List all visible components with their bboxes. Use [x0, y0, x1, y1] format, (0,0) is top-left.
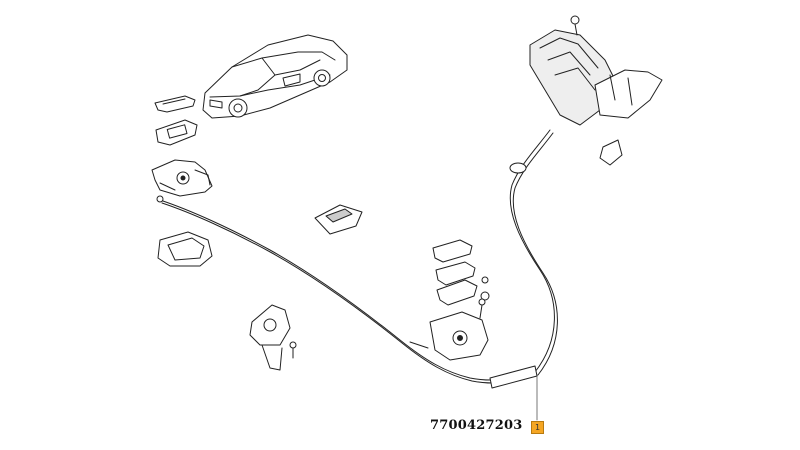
- bracket-top-left: [154, 95, 196, 113]
- release-handle: [529, 15, 663, 166]
- plaque-center: [314, 204, 363, 235]
- hood-cable: [156, 195, 538, 384]
- car-icon: [202, 34, 348, 119]
- mounting-plate-left: [157, 231, 213, 267]
- hinge-lower-left: [249, 304, 291, 371]
- bracket-center-right: [432, 239, 490, 306]
- latch-icon: [151, 159, 213, 197]
- latch-center-right: [409, 298, 489, 361]
- part-number-label: 7700427203: [430, 418, 523, 433]
- latch-plate-top-left: [155, 119, 198, 146]
- release-cable: [489, 129, 558, 389]
- bolt-icon: [289, 341, 297, 359]
- callout-index-marker[interactable]: 1: [531, 421, 544, 434]
